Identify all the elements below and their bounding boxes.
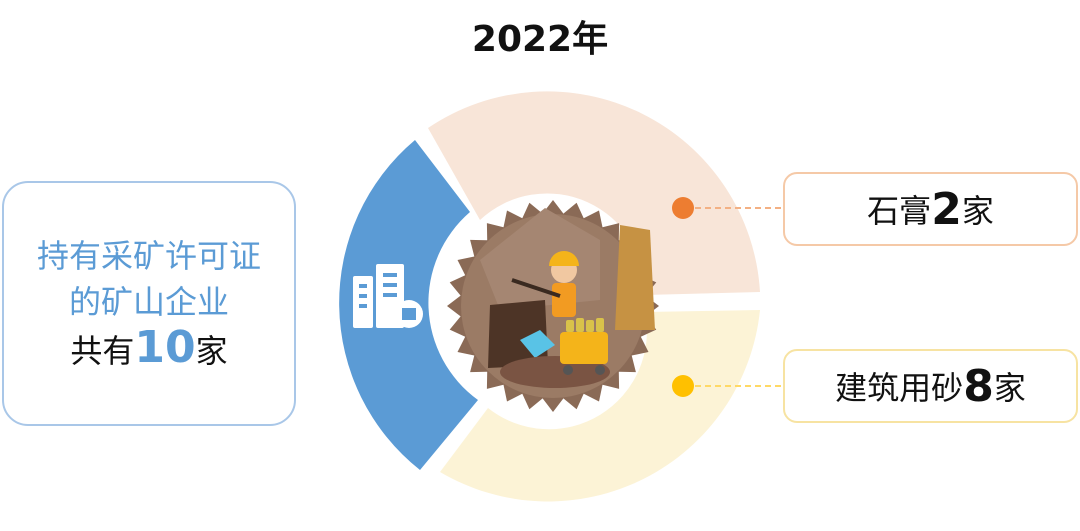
total-info-box: 持有采矿许可证 的矿山企业 共有10家 — [2, 181, 296, 426]
gypsum-value: 2 — [931, 183, 962, 235]
gypsum-dot — [672, 197, 694, 219]
ring-segment-sand — [440, 310, 760, 502]
gypsum-unit: 家 — [961, 192, 994, 230]
total-count-value: 10 — [134, 322, 196, 373]
page-title: 2022年 — [471, 19, 609, 60]
ring-segment-gypsum — [428, 91, 760, 295]
gypsum-label: 石膏 — [867, 192, 932, 230]
sand-label: 建筑用砂 — [835, 369, 964, 407]
sand-dot — [672, 375, 694, 397]
sand-unit: 家 — [993, 369, 1026, 407]
total-line-2: 的矿山企业 — [68, 283, 229, 321]
total-count-suffix: 家 — [195, 332, 228, 370]
building-icon — [353, 264, 423, 328]
total-line-1: 持有采矿许可证 — [36, 237, 261, 275]
total-count-line: 共有10家 — [70, 325, 227, 374]
miner-illustration — [447, 200, 659, 412]
total-count-prefix: 共有 — [70, 332, 135, 370]
sand-value: 8 — [963, 360, 994, 412]
